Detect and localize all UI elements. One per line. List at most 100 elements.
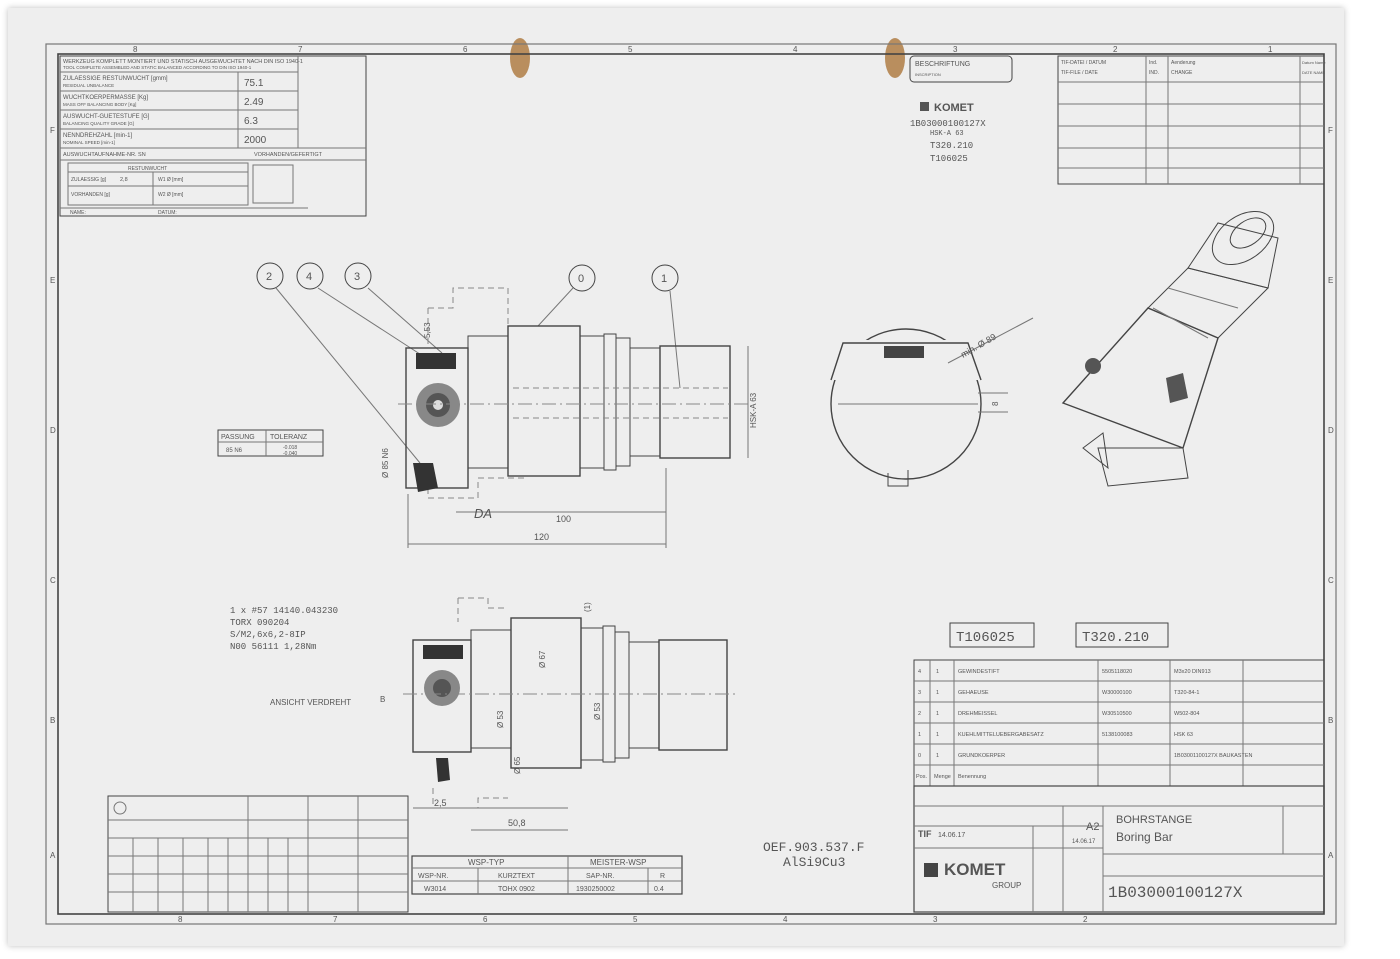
- balloon-3: [344, 262, 372, 290]
- svg-text:TIF: TIF: [918, 829, 932, 839]
- svg-text:2: 2: [918, 711, 921, 717]
- svg-text:14.06.17: 14.06.17: [938, 832, 965, 839]
- balancing-table: WERKZEUG KOMPLETT MONTIERT UND STATISCH …: [59, 55, 367, 217]
- svg-text:NENNDREHZAHL [min-1]: NENNDREHZAHL [min-1]: [63, 133, 132, 139]
- svg-text:GRUNDKOERPER: GRUNDKOERPER: [958, 753, 1005, 759]
- svg-text:1B03000100127X: 1B03000100127X: [910, 119, 986, 129]
- svg-text:DATE NAME: DATE NAME: [1302, 70, 1325, 75]
- zone-left-E: E: [50, 276, 55, 285]
- dim-hsk: HSK-A 63: [749, 392, 758, 428]
- svg-text:GEWINDESTIFT: GEWINDESTIFT: [958, 669, 1000, 675]
- svg-text:5505118020: 5505118020: [1102, 669, 1132, 675]
- zone-top-1: 1: [1268, 45, 1273, 54]
- svg-text:Menge: Menge: [934, 774, 951, 780]
- datum-label: DATUM:: [158, 210, 177, 216]
- svg-text:M3x20 DIN913: M3x20 DIN913: [1174, 669, 1211, 675]
- dim-65: Ø 65: [513, 756, 522, 774]
- svg-text:KUEHLMITTELUEBERGABESATZ: KUEHLMITTELUEBERGABESATZ: [958, 732, 1044, 738]
- end-view: min. Ø 89 8: [828, 317, 1034, 487]
- svg-text:Ind.: Ind.: [1149, 60, 1157, 66]
- svg-text:N00 56111 1,28Nm: N00 56111 1,28Nm: [230, 642, 316, 652]
- svg-text:F: F: [1328, 126, 1333, 135]
- zone-top-7: 7: [298, 45, 303, 54]
- svg-text:Datum Name: Datum Name: [1302, 60, 1326, 65]
- main-side-view: 2 4 3 0 1 HS: [256, 262, 758, 548]
- svg-text:1: 1: [936, 753, 939, 759]
- svg-text:MEISTER-WSP: MEISTER-WSP: [590, 858, 646, 867]
- residual-unbalance-value: 75.1: [244, 78, 264, 89]
- komet-inscription: KOMET 1B03000100127X HSK-A 63 T320.210 T…: [910, 102, 986, 164]
- dim-120: 120: [534, 532, 549, 542]
- svg-text:CHANGE: CHANGE: [1171, 70, 1193, 76]
- zone-left-F: F: [50, 126, 55, 135]
- svg-text:3: 3: [918, 690, 921, 696]
- svg-text:W1 Ø [mm]: W1 Ø [mm]: [158, 177, 184, 183]
- order-number: OEF.903.537.F: [763, 840, 864, 855]
- quality-grade-value: 6.3: [244, 116, 258, 127]
- svg-text:4: 4: [306, 271, 312, 283]
- view-arrow-b: B: [380, 695, 385, 704]
- svg-text:GEHAEUSE: GEHAEUSE: [958, 690, 989, 696]
- dim-da: DA: [474, 506, 492, 521]
- title-block: TIF 14.06.17 14.06.17 A2 KOMET GROUP BOH…: [913, 785, 1325, 913]
- material-spec: AlSi9Cu3: [783, 855, 845, 870]
- svg-text:E: E: [1328, 276, 1333, 285]
- svg-text:Benennung: Benennung: [958, 774, 986, 780]
- svg-text:SAP-NR.: SAP-NR.: [586, 873, 614, 880]
- svg-text:VORHANDEN [g]: VORHANDEN [g]: [71, 192, 111, 198]
- title-de: BOHRSTANGE: [1116, 814, 1192, 826]
- balancing-header-en: TOOL COMPLETE ASSEMBLED AND STATIC BALAN…: [63, 65, 252, 70]
- svg-text:MASS OFF BALANCING BODY [Kg]: MASS OFF BALANCING BODY [Kg]: [63, 102, 136, 107]
- name-label: NAME:: [70, 210, 86, 216]
- zone-left-B: B: [50, 716, 55, 725]
- svg-text:A: A: [1328, 851, 1334, 860]
- punch-hole-left: [510, 38, 530, 78]
- record-status: VORHANDEN/GEFERTIGT: [254, 152, 323, 158]
- row-label-en: RESIDUAL UNBALANCE: [63, 83, 114, 88]
- zone-top-8: 8: [133, 45, 138, 54]
- svg-text:HSK 63: HSK 63: [1174, 732, 1193, 738]
- svg-text:ZULAESSIG [g]: ZULAESSIG [g]: [71, 177, 107, 183]
- svg-text:C: C: [1328, 576, 1334, 585]
- zone-left-C: C: [50, 576, 56, 585]
- dim-50-8: 50,8: [508, 818, 526, 828]
- view-label: ANSICHT VERDREHT: [270, 698, 351, 707]
- inscription-box: BESCHRIFTUNG INSCRIPTION: [909, 55, 1013, 83]
- svg-text:85 N6: 85 N6: [226, 448, 243, 454]
- svg-text:T320-84-1: T320-84-1: [1174, 690, 1199, 696]
- dim-85-n6: Ø 85 N6: [381, 448, 390, 478]
- record-label: AUSWUCHTAUFNAHME-NR. SN: [63, 152, 146, 158]
- zone-left-A: A: [50, 851, 56, 860]
- zone-bottom-7: 7: [333, 915, 338, 924]
- zone-left-D: D: [50, 426, 56, 435]
- surface-symbols-table: [107, 795, 409, 913]
- svg-text:NOMINAL SPEED [min-1]: NOMINAL SPEED [min-1]: [63, 140, 115, 145]
- svg-text:Aenderung: Aenderung: [1171, 60, 1196, 66]
- svg-text:-0.040: -0.040: [283, 451, 297, 457]
- zone-top-6: 6: [463, 45, 468, 54]
- zone-top-2: 2: [1113, 45, 1118, 54]
- nominal-speed-value: 2000: [244, 135, 267, 146]
- svg-text:1B03001100127X BAUKASTEN: 1B03001100127X BAUKASTEN: [1174, 753, 1253, 759]
- tolerance-table: PASSUNG TOLERANZ 85 N6 -0.018 -0.040: [217, 429, 324, 457]
- svg-text:TOHX 0902: TOHX 0902: [498, 886, 535, 893]
- zone-markers-right: F E D C B A: [1328, 126, 1334, 860]
- svg-text:5138100083: 5138100083: [1102, 732, 1133, 738]
- dim-67: Ø 67: [538, 650, 547, 668]
- svg-text:-0.018: -0.018: [283, 445, 297, 451]
- svg-text:0: 0: [578, 273, 584, 285]
- komet-logo-title: KOMET: [944, 860, 1006, 879]
- balancing-header-de: WERKZEUG KOMPLETT MONTIERT UND STATISCH …: [63, 59, 303, 65]
- svg-text:TOLERANZ: TOLERANZ: [270, 434, 308, 441]
- rotated-side-view: Ø 67 Ø 53 Ø 53 Ø 65 (1) 2,5 50,8: [403, 597, 738, 831]
- svg-text:R: R: [660, 873, 665, 880]
- fastener-note: 1 x #57 14140.043230 TORX 090204 S/M2,6x…: [230, 606, 338, 652]
- outer-border: [45, 43, 1337, 925]
- zone-bottom-6: 6: [483, 915, 488, 924]
- dim-100: 100: [556, 514, 571, 524]
- svg-text:14.06.17: 14.06.17: [1072, 839, 1096, 845]
- punch-hole-right: [885, 38, 905, 78]
- reference-boxes: T106025 T320.210: [949, 622, 1169, 648]
- zone-markers-top: 8 7 6 5 4 3 2 1: [133, 45, 1273, 54]
